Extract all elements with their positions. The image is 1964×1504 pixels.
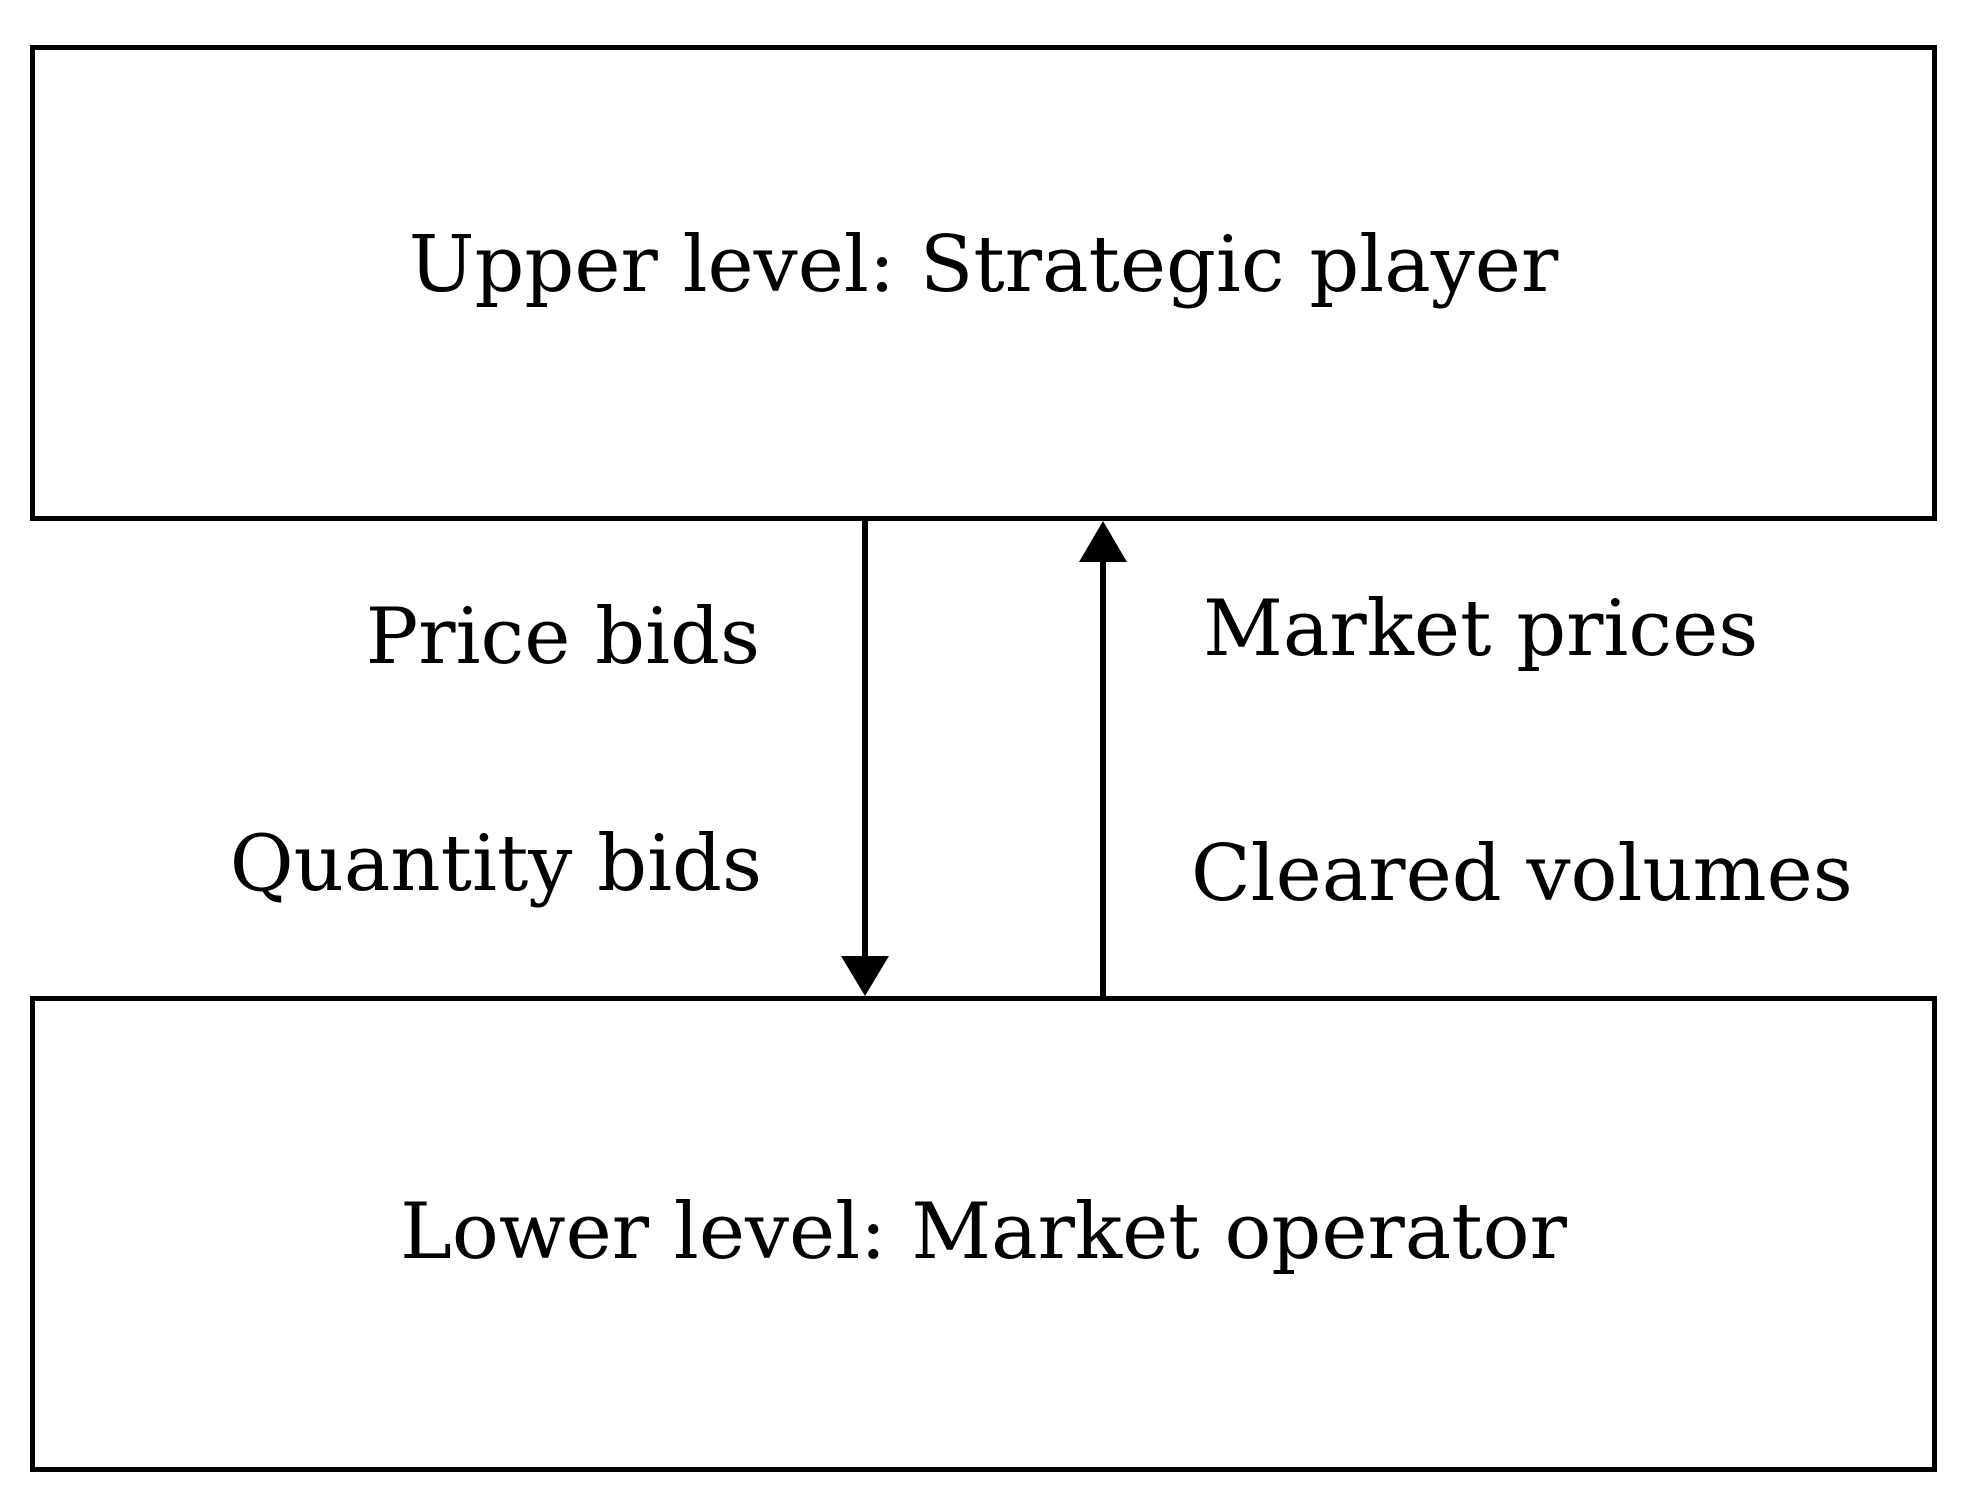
down-arrow-head — [841, 956, 889, 996]
upper-level-box: Upper level: Strategic player — [30, 45, 1937, 521]
quantity-bids-label: Quantity bids — [229, 819, 762, 909]
down-arrow — [841, 521, 889, 996]
lower-level-box: Lower level: Market operator — [30, 996, 1937, 1472]
cleared-volumes-label: Cleared volumes — [1191, 829, 1853, 919]
market-prices-label: Market prices — [1203, 584, 1759, 674]
up-arrow — [1079, 521, 1127, 996]
price-bids-label: Price bids — [365, 592, 760, 682]
lower-level-label: Lower level: Market operator — [400, 1187, 1567, 1277]
upper-level-label: Upper level: Strategic player — [408, 220, 1559, 310]
up-arrow-head — [1079, 521, 1127, 562]
